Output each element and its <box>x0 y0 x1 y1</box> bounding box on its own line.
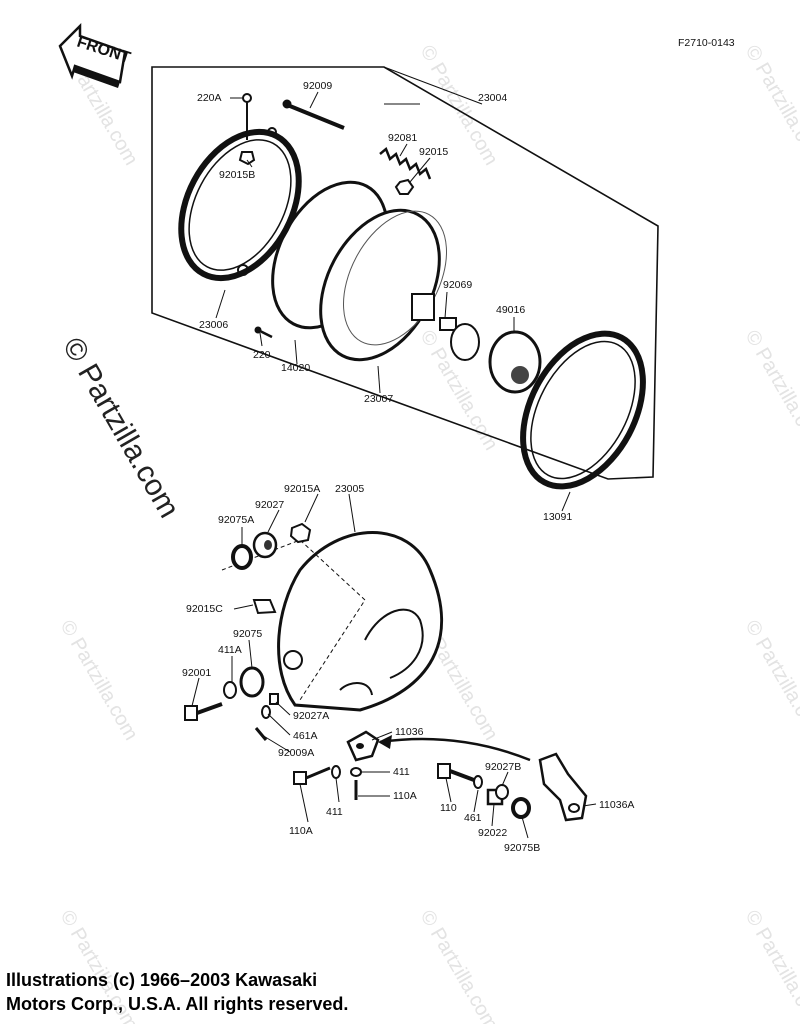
label-411a: 411A <box>218 644 242 656</box>
bracket-11036 <box>346 730 380 762</box>
adjust-screw <box>282 99 345 130</box>
watermark: © Partzilla.com <box>741 42 800 170</box>
label-92027a: 92027A <box>293 710 329 722</box>
label-411-lower: 411 <box>326 806 343 818</box>
nut <box>394 178 415 195</box>
collar-92027 <box>252 531 278 559</box>
screw-220 <box>254 326 273 339</box>
label-92009a: 92009A <box>278 747 314 759</box>
watermark: © Partzilla.com <box>741 327 800 455</box>
label-92015b: 92015B <box>219 169 255 181</box>
label-23005: 23005 <box>335 483 364 495</box>
leader-lines <box>191 66 597 839</box>
spacer-92027a <box>269 693 279 705</box>
label-92075b: 92075B <box>504 842 540 854</box>
label-92027b: 92027B <box>485 761 521 773</box>
label-92015c: 92015C <box>186 603 223 615</box>
headlight-rim <box>178 127 302 282</box>
watermark: © Partzilla.com <box>56 617 142 745</box>
grommet-92075a <box>231 544 253 570</box>
watermark: © Partzilla.com <box>741 907 800 1024</box>
label-220: 220 <box>253 349 271 361</box>
label-92027: 92027 <box>255 499 284 511</box>
washer-411-upper <box>350 767 362 777</box>
washer-411 <box>331 765 341 779</box>
label-220a: 220A <box>197 92 222 104</box>
bracket-11036a <box>538 752 588 822</box>
label-23007: 23007 <box>364 393 393 405</box>
figure-code: F2710-0143 <box>678 37 735 49</box>
label-92075: 92075 <box>233 628 262 640</box>
label-92075a: 92075A <box>218 514 254 526</box>
watermark: © Partzilla.com <box>416 907 502 1024</box>
label-461: 461 <box>464 812 482 824</box>
washer-461a <box>261 705 271 719</box>
label-13091: 13091 <box>543 511 572 523</box>
grommet-92075b <box>511 797 531 819</box>
label-49016: 49016 <box>496 304 525 316</box>
label-23006: 23006 <box>199 319 228 331</box>
mounting-ring <box>520 330 646 490</box>
washer-411a <box>223 681 237 699</box>
label-92009: 92009 <box>303 80 332 92</box>
headlight-housing <box>277 531 444 712</box>
label-92022: 92022 <box>478 827 507 839</box>
housing-leader-frame <box>221 539 366 701</box>
washer-461 <box>473 775 483 789</box>
bolt-110 <box>437 763 475 782</box>
plate-92015c <box>252 599 277 615</box>
label-92001: 92001 <box>182 667 211 679</box>
label-14020: 14020 <box>281 362 310 374</box>
grommet-92075 <box>239 666 265 698</box>
watermark-main: © Partzilla.com <box>56 332 186 524</box>
watermark-grid: © Partzilla.com © Partzilla.com © Partzi… <box>56 42 800 1024</box>
label-11036: 11036 <box>395 726 424 738</box>
label-92081: 92081 <box>388 132 417 144</box>
copyright-line-2: Motors Corp., U.S.A. All rights reserved… <box>6 994 349 1014</box>
bolt-92009a <box>254 727 268 741</box>
nut-92015a <box>289 522 312 544</box>
sealed-beam-unit <box>319 208 447 362</box>
arrow <box>378 735 531 762</box>
copyright-line-1: Illustrations (c) 1966–2003 Kawasaki <box>6 970 318 990</box>
label-110a-lower: 110A <box>289 825 313 837</box>
socket <box>488 330 542 394</box>
screw-220a <box>238 93 256 166</box>
bulb <box>439 317 480 361</box>
label-411: 411 <box>393 766 410 778</box>
part-labels: 220A 92009 23004 92081 92015 92015B 9206… <box>182 80 634 854</box>
collar-92027b <box>495 784 509 800</box>
bolt-110a <box>293 766 331 785</box>
label-23004: 23004 <box>478 92 507 104</box>
watermark: © Partzilla.com <box>741 617 800 745</box>
label-110: 110 <box>440 802 457 814</box>
label-110a: 110A <box>393 790 417 802</box>
label-11036a: 11036A <box>599 799 634 811</box>
label-92015: 92015 <box>419 146 448 158</box>
spring <box>379 146 432 180</box>
label-461a: 461A <box>293 730 318 742</box>
label-92015a: 92015A <box>284 483 320 495</box>
label-92069: 92069 <box>443 279 472 291</box>
bolt-92001 <box>184 702 223 721</box>
